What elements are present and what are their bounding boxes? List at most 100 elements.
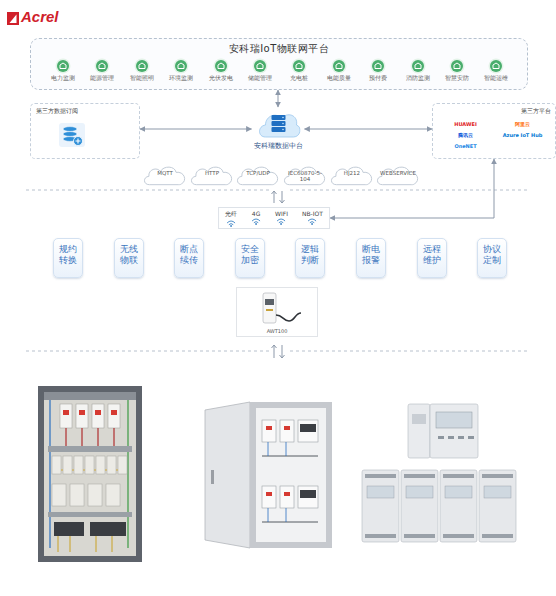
meter-photo <box>438 436 444 439</box>
cabinet-photo <box>262 456 318 522</box>
cabinet-photo <box>88 484 102 506</box>
cabinet-photo <box>44 392 136 400</box>
app-icon-glyph <box>410 59 425 74</box>
app-icon: 预付费 <box>360 58 396 82</box>
app-icon-glyph <box>454 63 460 69</box>
cabinet-photo <box>48 446 132 452</box>
cabinet-photo <box>300 424 316 498</box>
app-icon: 能源管理 <box>84 58 120 82</box>
function-card: 逻辑判断 <box>295 238 325 278</box>
node-text: 预付费 <box>360 75 396 82</box>
app-icon-glyph <box>375 63 381 69</box>
cabinet-photo <box>95 410 101 415</box>
node-text: 逻辑判断 <box>301 244 319 267</box>
meter-photo <box>438 436 474 439</box>
cabinet-photo <box>63 456 72 474</box>
node-text: 规约转换 <box>59 244 77 267</box>
node-text: AWT100 <box>249 328 305 334</box>
cloud-server-icon <box>282 117 284 119</box>
app-icon-glyph <box>490 60 502 72</box>
cabinet-photo <box>107 456 116 474</box>
node-text: 协议定制 <box>483 244 501 267</box>
app-icon-glyph <box>449 58 465 74</box>
app-icon: 储能管理 <box>242 58 278 82</box>
cabinet-photo <box>70 484 84 506</box>
function-card: 无线物联 <box>114 238 144 278</box>
cabinet-photo <box>106 484 120 506</box>
app-icon-glyph <box>94 58 110 74</box>
updown-arrow-symbol <box>272 191 277 203</box>
cabinet-photo <box>280 420 294 442</box>
cabinet-photo <box>49 400 50 548</box>
app-icon-glyph <box>291 58 307 74</box>
node-text: 远程维护 <box>422 244 440 267</box>
gateway-picture <box>276 313 301 321</box>
node-text: HJ212 <box>329 164 375 179</box>
cabinet-photo <box>284 426 290 430</box>
channel-item: 4G <box>251 210 261 227</box>
meter-photo <box>448 436 454 439</box>
database-icon <box>63 127 77 132</box>
app-icon-glyph <box>451 60 463 72</box>
cabinet-photo <box>118 456 127 474</box>
function-card: 断点续传 <box>174 238 204 278</box>
cabinet-photo <box>85 456 94 474</box>
platform-logo-text: OneNET <box>437 143 494 149</box>
node-text: 能源管理 <box>84 75 120 82</box>
cabinet-photo <box>60 404 72 428</box>
database-icon <box>58 122 86 148</box>
cabinet-photo <box>92 404 104 428</box>
cabinet-photo <box>90 522 126 536</box>
app-icon: 智能运维 <box>478 58 514 82</box>
app-icon-glyph <box>99 63 105 69</box>
app-icon-glyph <box>215 60 227 72</box>
app-icon-glyph <box>415 63 421 69</box>
function-card: 远程维护 <box>417 238 447 278</box>
channel-item: 光纤 <box>225 210 237 227</box>
logo-mark <box>7 12 19 25</box>
node-text: TCP/UDP <box>235 164 281 179</box>
protocol-cloud: TCP/UDP <box>235 164 281 186</box>
app-icon-glyph <box>296 63 302 69</box>
app-icon-glyph <box>173 58 189 74</box>
app-icon-glyph <box>134 58 150 74</box>
cabinet-photo <box>284 492 290 496</box>
platform-panel: 电力监测能源管理智能照明环境监测光伏发电储能管理充电桩电能质量预付费消防监测智慧… <box>30 38 528 90</box>
app-icon-glyph <box>134 59 149 74</box>
app-icon-glyph <box>178 63 184 69</box>
cabinet-photo <box>108 404 120 428</box>
wifi-symbol <box>278 219 286 223</box>
connector-arrow <box>330 159 494 218</box>
node-text: 储能管理 <box>242 75 278 82</box>
channel-item: NB-IOT <box>302 210 323 227</box>
node-text: MQTT <box>142 164 188 179</box>
cabinet-photo <box>262 420 318 508</box>
cabinet-photo <box>205 402 250 548</box>
app-icon-glyph <box>60 63 66 69</box>
node-text: HTTP <box>189 164 235 179</box>
brand-logo: Acrel <box>21 8 59 25</box>
meter-photo <box>401 470 438 542</box>
app-icon-glyph <box>175 60 187 72</box>
app-icon-glyph <box>370 58 386 74</box>
node-text: 智能运维 <box>478 75 514 82</box>
cabinet-photo <box>38 386 142 562</box>
cabinet-photo <box>76 404 88 428</box>
app-icon-glyph <box>139 63 145 69</box>
cloud-server-icon <box>271 115 285 120</box>
platform-logo-text: HUAWEI <box>437 121 494 127</box>
cabinet-photo <box>127 400 128 548</box>
cabinet-photo <box>79 410 85 415</box>
app-icon: 光伏发电 <box>203 58 239 82</box>
data-hub: 安科瑞数据中台 <box>252 107 305 151</box>
cabinet-photo <box>250 402 332 548</box>
cabinet-photo <box>298 420 318 442</box>
app-icon-glyph <box>252 58 268 74</box>
app-icon: 电能质量 <box>321 58 357 82</box>
cabinet-photo <box>280 486 294 508</box>
app-icon-glyph <box>56 59 71 74</box>
meter-photo <box>445 486 472 498</box>
cloud-server-icon <box>271 127 285 132</box>
meter-photo <box>482 534 513 538</box>
wifi-symbol <box>307 218 317 225</box>
